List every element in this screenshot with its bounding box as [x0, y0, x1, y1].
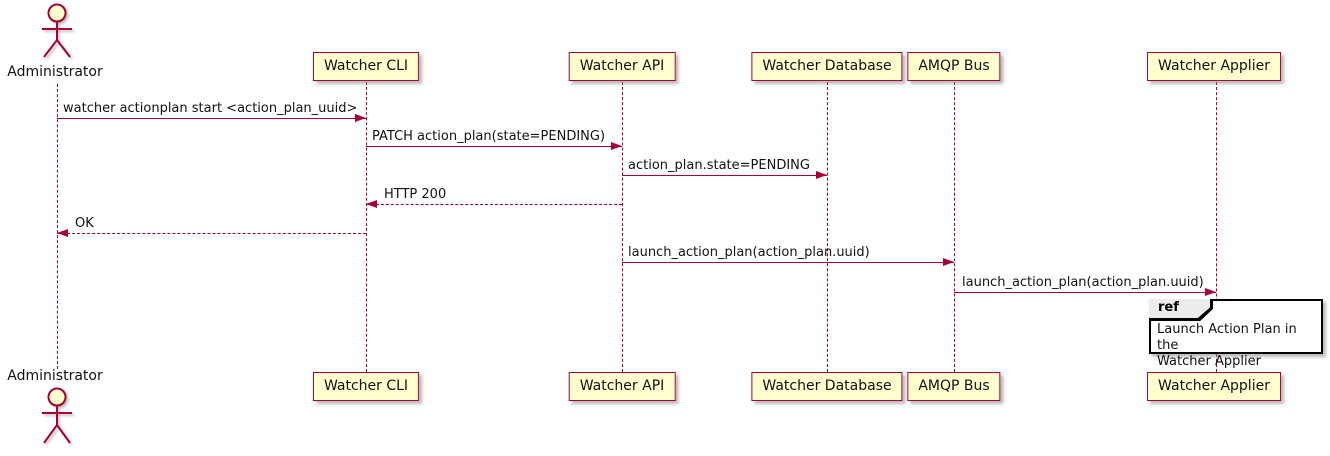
- arrowhead-right-icon: [1205, 288, 1216, 296]
- arrowhead-right-icon: [355, 114, 366, 122]
- actor-icon: [42, 3, 72, 58]
- lifeline-watcher-api: [622, 82, 623, 372]
- participant-watcher-applier-bottom: Watcher Applier: [1147, 372, 1281, 401]
- message-label: action_plan.state=PENDING: [628, 158, 810, 173]
- ref-fragment: ref Launch Action Plan in the Watcher Ap…: [1149, 299, 1323, 369]
- participant-watcher-api-top: Watcher API: [568, 52, 676, 81]
- message-label: launch_action_plan(action_plan.uuid): [962, 275, 1204, 290]
- message-launch-action-plan-applier: launch_action_plan(action_plan.uuid): [954, 275, 1216, 296]
- participant-watcher-applier-top: Watcher Applier: [1147, 52, 1281, 81]
- actor-icon: [42, 387, 72, 444]
- message-label: launch_action_plan(action_plan.uuid): [628, 245, 870, 260]
- message-patch-action-plan: PATCH action_plan(state=PENDING): [366, 129, 622, 150]
- ref-body-text: Launch Action Plan in the Watcher Applie…: [1157, 322, 1297, 369]
- participant-amqp-bus-top: AMQP Bus: [907, 52, 1001, 81]
- arrowhead-left-icon: [366, 200, 377, 208]
- message-label: PATCH action_plan(state=PENDING): [372, 129, 606, 144]
- message-state-pending: action_plan.state=PENDING: [622, 158, 827, 179]
- participant-watcher-database-top: Watcher Database: [751, 52, 903, 81]
- participant-watcher-api-bottom: Watcher API: [568, 372, 676, 401]
- participant-watcher-cli-top: Watcher CLI: [312, 52, 420, 81]
- lifeline-watcher-database: [827, 82, 828, 372]
- participant-watcher-cli-bottom: Watcher CLI: [312, 372, 420, 401]
- lifeline-administrator: [57, 84, 58, 369]
- lifeline-watcher-applier: [1216, 82, 1217, 372]
- actor-label-top: Administrator: [7, 64, 103, 80]
- message-actionplan-start: watcher actionplan start <action_plan_uu…: [57, 101, 366, 122]
- message-ok: OK: [57, 216, 366, 237]
- actor-label-bottom: Administrator: [7, 368, 103, 384]
- participant-watcher-database-bottom: Watcher Database: [751, 372, 903, 401]
- arrowhead-left-icon: [57, 229, 68, 237]
- arrowhead-right-icon: [816, 171, 827, 179]
- message-label: watcher actionplan start <action_plan_uu…: [63, 101, 358, 116]
- message-http-200: HTTP 200: [366, 187, 622, 208]
- lifeline-watcher-cli: [366, 82, 367, 372]
- message-label: OK: [75, 216, 94, 231]
- ref-keyword: ref: [1158, 300, 1179, 315]
- message-launch-action-plan-bus: launch_action_plan(action_plan.uuid): [622, 245, 954, 266]
- ref-header: ref: [1149, 299, 1213, 321]
- message-label: HTTP 200: [384, 187, 447, 202]
- arrowhead-right-icon: [611, 142, 622, 150]
- arrowhead-right-icon: [943, 258, 954, 266]
- participant-amqp-bus-bottom: AMQP Bus: [907, 372, 1001, 401]
- lifeline-amqp-bus: [954, 82, 955, 372]
